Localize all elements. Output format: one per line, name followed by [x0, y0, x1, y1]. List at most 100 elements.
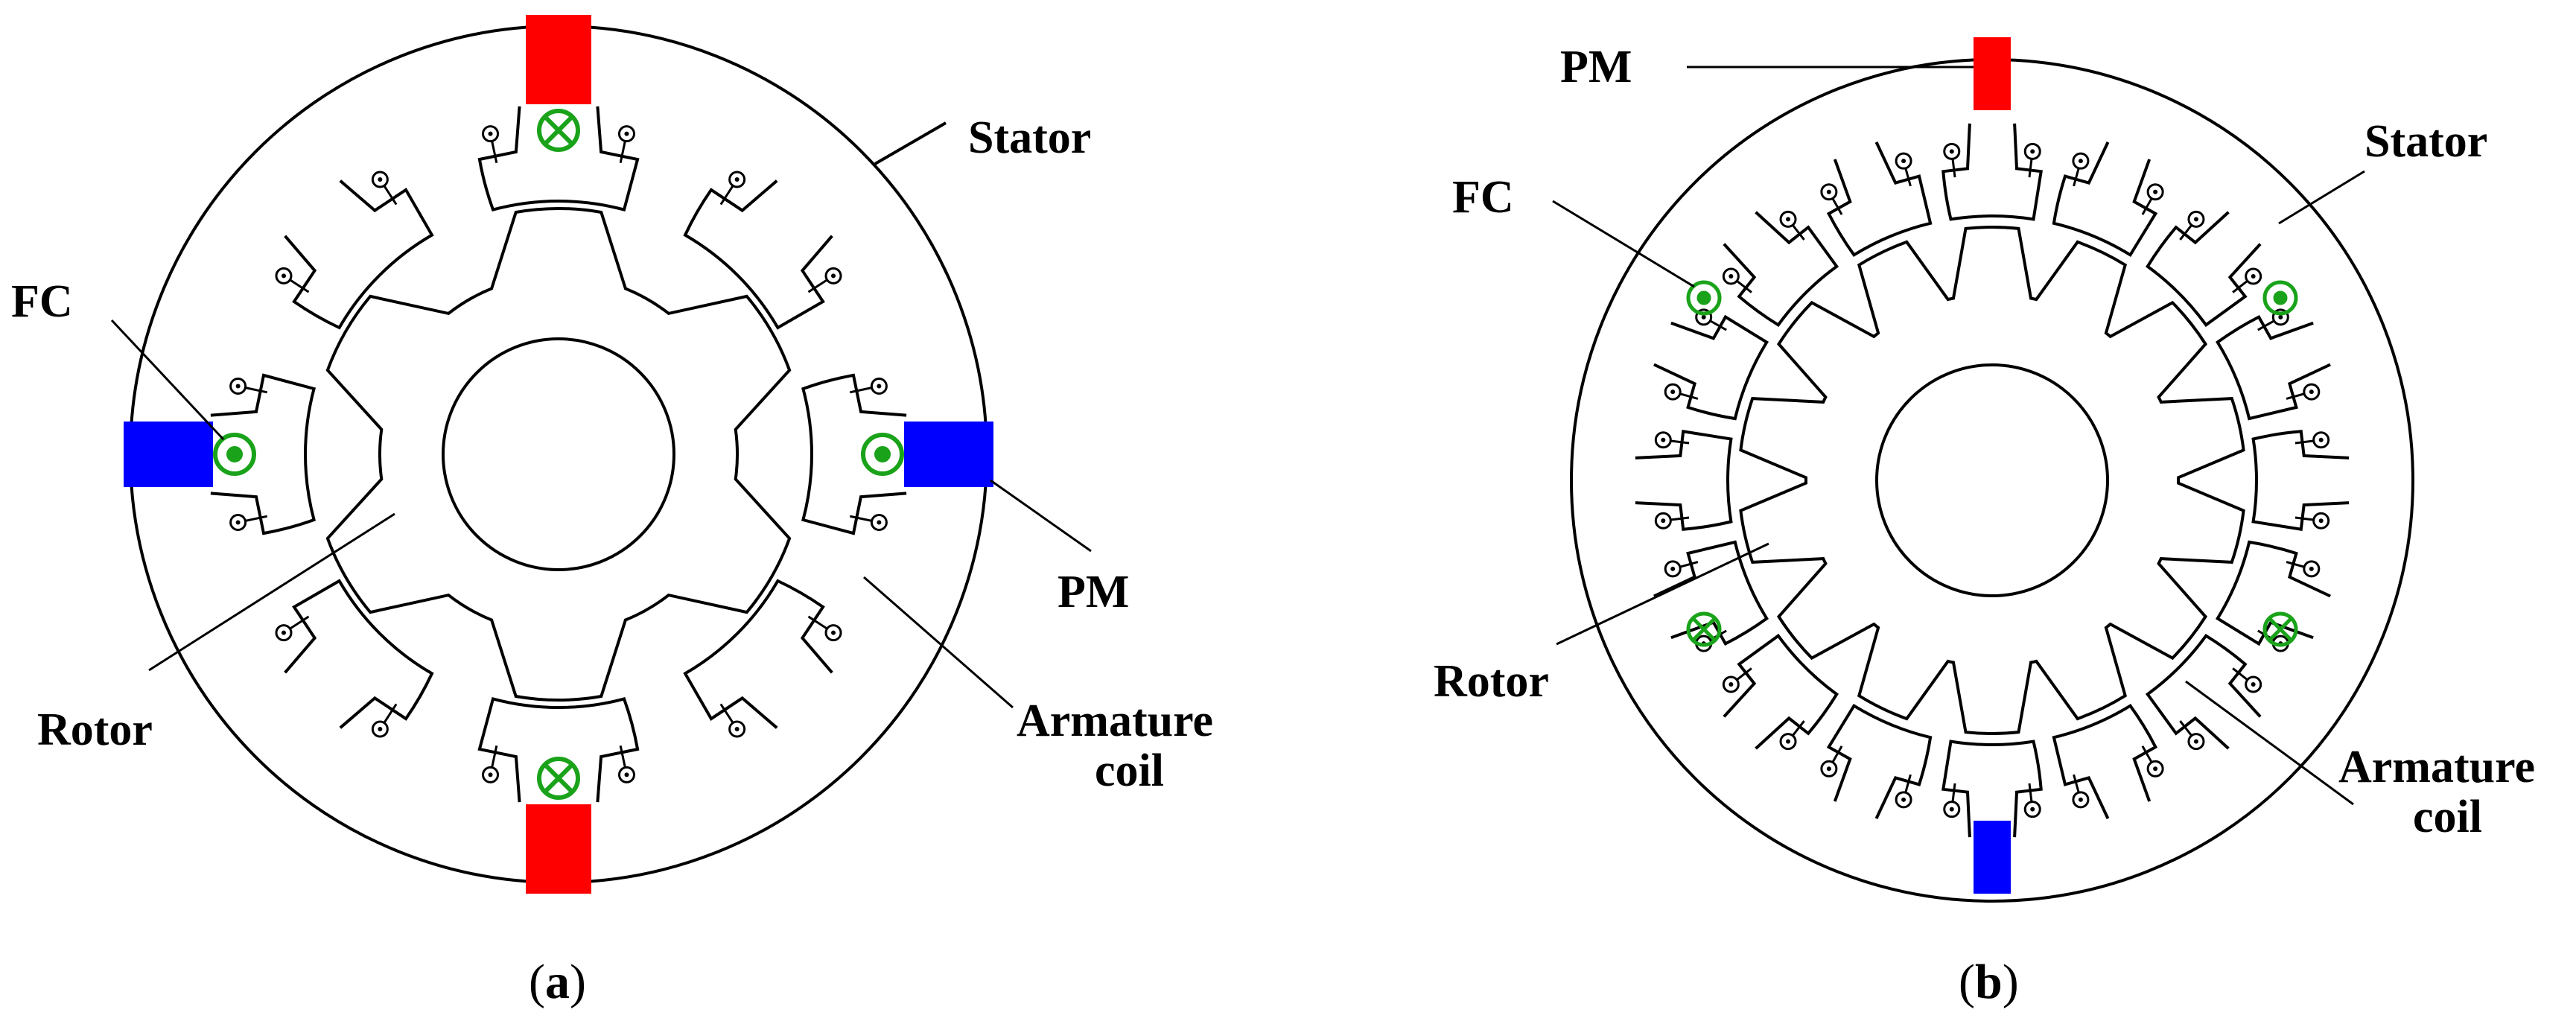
pm-top-b — [1974, 37, 2011, 110]
armature-coil-a-terminal-dot — [877, 520, 882, 525]
armature-coil-b-terminal-dot — [2309, 389, 2314, 395]
armature-coil-b-terminal-dot — [2278, 314, 2283, 319]
panel-b: PM Stator FC Rotor Armature coil (b) — [1434, 37, 2535, 1009]
rotor-body-b — [1739, 226, 2245, 735]
fc-cross-icon — [2262, 611, 2298, 647]
shaft-b — [1875, 363, 2109, 597]
fc-dot-icon — [861, 433, 904, 476]
panel-a: Stator FC PM Rotor Armature coil (a) — [11, 15, 1213, 1009]
leader-rotor-b — [1556, 542, 1769, 646]
fc-cross-icon — [537, 757, 580, 800]
stator-pole-b — [2216, 314, 2331, 421]
armature-coil-b-terminal-dot — [1949, 149, 1954, 154]
armature-coil-b-terminal-dot — [2030, 807, 2035, 812]
armature-coil-a-terminal-dot — [235, 384, 241, 389]
stator-pole-a — [284, 179, 434, 330]
armature-coil-b-terminal-dot — [2153, 189, 2158, 194]
stator-pole-a — [284, 579, 434, 729]
armature-coil-b-terminal-dot — [1670, 389, 1676, 395]
label-fc-b: FC — [1452, 172, 1514, 223]
stator-pole-b — [2145, 634, 2262, 750]
armature-coil-b-terminal-dot — [1729, 274, 1734, 279]
stator-pole-b — [2146, 211, 2262, 328]
armature-coil-a-terminal-dot — [734, 177, 740, 182]
label-armature-a: Armature — [1017, 696, 1213, 746]
leader-stator-b — [2278, 170, 2365, 225]
armature-coil-a-terminal-dot — [488, 772, 493, 777]
leader-armature-b — [2185, 680, 2354, 806]
armature-coil-b-terminal-dot — [1826, 189, 1831, 194]
armature-coil-b-terminal-dot — [2318, 518, 2324, 524]
stator-poles-a — [210, 106, 907, 803]
armature-coil-a-terminal-dot — [831, 273, 836, 279]
armature-coil-b-terminal-dot — [2309, 566, 2314, 571]
leader-stator-a — [874, 121, 947, 165]
rotor-body-a — [325, 206, 792, 702]
stator-pole-b — [1826, 703, 1933, 819]
armature-coil-a-terminal-dot — [235, 520, 241, 525]
stator-pole-b — [2052, 141, 2158, 258]
stator-pole-b — [1723, 211, 1839, 327]
stator-pole-b — [1653, 314, 1769, 421]
label-armature-b: Armature — [2338, 742, 2535, 792]
leader-fc-a — [110, 319, 225, 441]
label-stator-b: Stator — [2364, 116, 2487, 167]
stator-pole-a — [801, 373, 907, 535]
armature-coil-b-terminal-dot — [1786, 739, 1791, 744]
label-stator-a: Stator — [968, 112, 1091, 163]
armature-coil-b-terminal-dot — [2153, 766, 2158, 772]
stator-pole-b — [2052, 704, 2158, 819]
armature-coil-b-terminal-dot — [1786, 217, 1791, 222]
label-fc-a: FC — [11, 276, 73, 327]
armature-coil-b-terminal-dot — [1661, 437, 1666, 442]
label-rotor-a: Rotor — [37, 705, 153, 755]
armature-coil-a-terminal-dot — [624, 131, 629, 136]
armature-coil-b-terminal-dot — [2251, 681, 2256, 687]
armature-coil-b-terminal-dot — [1729, 681, 1734, 687]
armature-coil-b-terminal-dot — [2078, 159, 2083, 164]
stator-pole-b — [1941, 123, 2044, 221]
armature-coil-a-terminal-dot — [378, 177, 383, 182]
stator-pole-a — [210, 373, 317, 535]
armature-coil-a-terminal-dot — [877, 384, 882, 389]
pm-right-a — [904, 422, 993, 487]
armature-coil-a-terminal-dot — [281, 630, 286, 635]
leader-rotor-a — [148, 512, 395, 672]
pm-left-a — [124, 422, 213, 487]
stator-outer-a — [129, 25, 988, 884]
stator-pole-a — [683, 579, 833, 729]
armature-coil-a-terminal-dot — [378, 727, 383, 732]
armature-coil-b-terminal-dot — [2318, 437, 2324, 442]
label-pm-b: PM — [1560, 42, 1632, 92]
leader-fc-b — [1552, 200, 1695, 288]
armature-coil-b-terminal-dot — [2078, 797, 2083, 802]
armature-coil-a-terminal-dot — [624, 772, 629, 777]
armature-coils-b — [1654, 142, 2330, 818]
fc-cross-icon — [1686, 611, 1722, 647]
armature-coil-a-terminal-dot — [488, 131, 493, 136]
caption-b: (b) — [1959, 955, 2019, 1009]
stator-pole-b — [1723, 633, 1839, 750]
leader-armature-a — [863, 576, 1014, 709]
armature-coil-b-terminal-dot — [1901, 159, 1906, 164]
pm-top-a — [526, 15, 591, 104]
label-coil-a: coil — [1095, 745, 1164, 796]
stator-b — [1570, 58, 2414, 903]
stator-poles-b — [1635, 123, 2350, 838]
armature-coil-b-terminal-dot — [2030, 149, 2035, 154]
stator-pole-a — [477, 696, 640, 803]
armature-coil-a-terminal-dot — [831, 630, 836, 635]
stator-pole-b — [1635, 429, 1733, 531]
armature-coil-b-terminal-dot — [1901, 797, 1906, 802]
label-pm-a: PM — [1058, 567, 1129, 617]
fc-dot-icon — [1686, 280, 1722, 316]
armature-coil-b-terminal-dot — [2251, 274, 2256, 279]
pm-bottom-a — [526, 804, 591, 894]
stator-pole-b — [2215, 540, 2331, 646]
armature-coil-b-terminal-dot — [2193, 217, 2198, 222]
fc-dot-icon — [2262, 280, 2298, 316]
stator-pole-b — [1941, 740, 2043, 838]
stator-pole-a — [683, 179, 833, 330]
armature-coil-a-terminal-dot — [734, 727, 740, 732]
